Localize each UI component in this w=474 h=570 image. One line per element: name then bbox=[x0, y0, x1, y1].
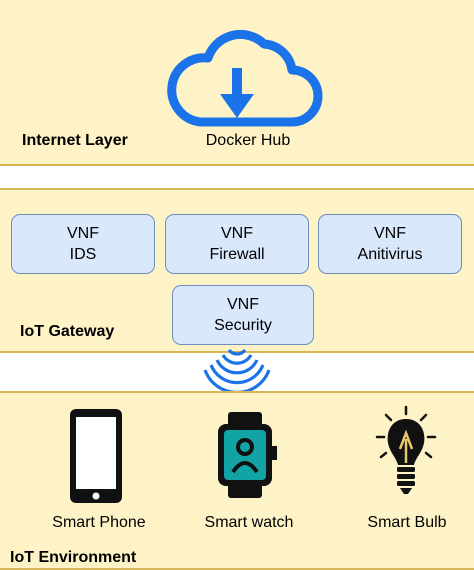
vnf-ids[interactable]: VNF IDS bbox=[11, 214, 155, 274]
smart-watch-label: Smart watch bbox=[204, 514, 294, 531]
vnf-ids-line1: VNF bbox=[67, 225, 99, 242]
iot-environment-layer: Smart Phone Smart watch Smart Bulb IoT E… bbox=[0, 391, 474, 570]
smartwatch-icon bbox=[218, 412, 277, 498]
vnf-antivirus-line1: VNF bbox=[374, 225, 406, 242]
vnf-ids-line2: IDS bbox=[69, 246, 97, 263]
internet-layer: Internet Layer Docker Hub bbox=[0, 0, 474, 166]
iot-gateway-layer: VNF IDS VNF Firewall VNF Anitivirus VNF … bbox=[0, 188, 474, 353]
iot-environment-title: IoT Environment bbox=[10, 549, 137, 566]
vnf-firewall[interactable]: VNF Firewall bbox=[165, 214, 309, 274]
cloud-download-icon bbox=[167, 29, 323, 127]
iot-gateway-title: IoT Gateway bbox=[20, 323, 115, 340]
smart-bulb-label: Smart Bulb bbox=[367, 514, 447, 531]
wireless-signal-icon bbox=[203, 348, 271, 395]
vnf-firewall-line2: Firewall bbox=[209, 246, 265, 263]
smart-phone-label: Smart Phone bbox=[52, 514, 146, 531]
light-bulb-icon bbox=[375, 405, 437, 494]
vnf-antivirus-line2: Anitivirus bbox=[357, 246, 423, 263]
internet-layer-title: Internet Layer bbox=[22, 132, 128, 149]
vnf-security[interactable]: VNF Security bbox=[172, 285, 314, 345]
vnf-antivirus[interactable]: VNF Anitivirus bbox=[318, 214, 462, 274]
smartphone-icon bbox=[70, 409, 122, 503]
vnf-security-line1: VNF bbox=[227, 296, 259, 313]
docker-hub-label: Docker Hub bbox=[205, 132, 291, 149]
vnf-security-line2: Security bbox=[214, 317, 272, 334]
vnf-firewall-line1: VNF bbox=[221, 225, 253, 242]
